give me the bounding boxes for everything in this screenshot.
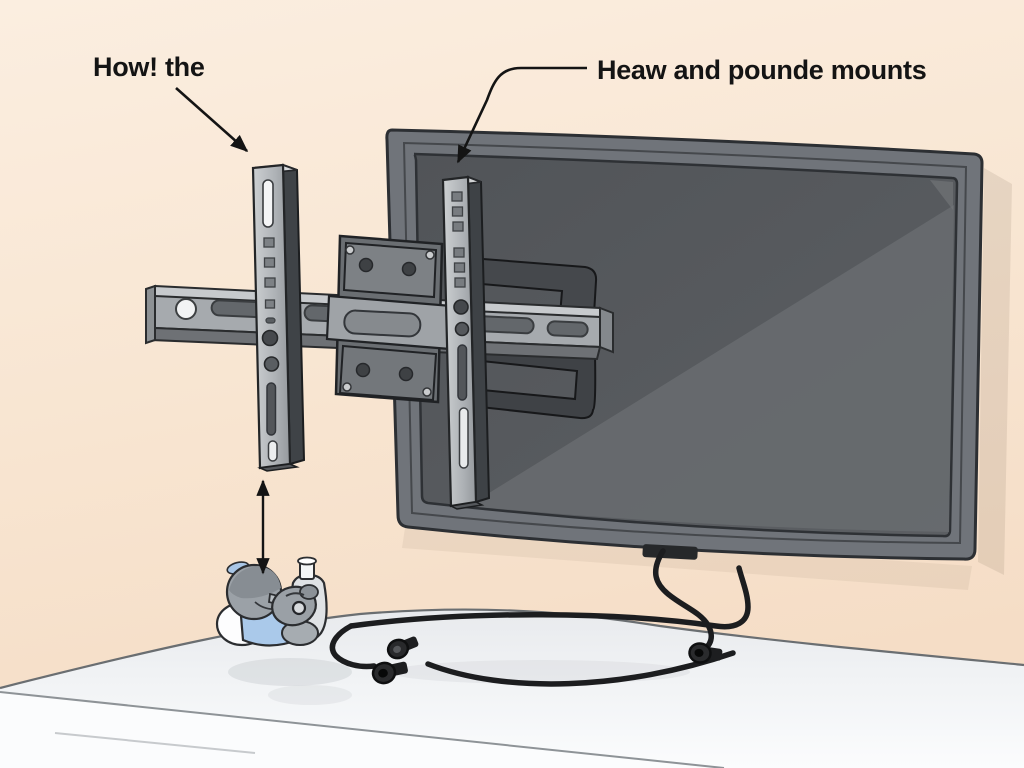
- figurine-reflection: [228, 658, 352, 686]
- bracket-slot-long-white: [458, 407, 469, 469]
- vesa-mounting-plate: [325, 234, 454, 404]
- label-left-arrow: [175, 87, 249, 153]
- bracket-hole-square: [263, 237, 275, 248]
- rail-right-cap: [599, 306, 614, 354]
- table-front-edge: [0, 691, 725, 768]
- vesa-screw: [342, 382, 352, 392]
- bracket-hole-oval: [265, 317, 276, 324]
- cable-plug: [386, 636, 419, 660]
- table: [0, 608, 1024, 768]
- bracket-hole-square: [452, 221, 464, 232]
- table-back-edge: [0, 608, 1024, 690]
- cable-plug: [371, 661, 408, 685]
- cable-strand-loop: [425, 650, 736, 687]
- rail-slot: [476, 315, 535, 335]
- tv-bottom-notch: [642, 544, 698, 560]
- tv-bezel-line: [402, 141, 968, 545]
- bracket-hole-round: [263, 356, 280, 372]
- bracket-slot-long: [266, 382, 277, 436]
- bracket-hole-round: [261, 329, 279, 347]
- bracket-hole-square: [264, 299, 276, 309]
- vesa-hole: [358, 257, 374, 273]
- vesa-hole: [398, 366, 414, 382]
- bracket-hole-square: [451, 191, 463, 202]
- label-right-arrow: [456, 66, 587, 164]
- vesa-hole: [401, 261, 417, 277]
- bracket-left-bottom-cap: [257, 463, 300, 472]
- wall-bracket-right: [441, 175, 491, 510]
- bracket-hole-round: [454, 321, 470, 337]
- bracket-right-bottom-cap: [448, 501, 485, 510]
- vesa-screw: [422, 387, 432, 397]
- tv: [385, 128, 984, 561]
- bracket-slot-long: [457, 344, 468, 401]
- toy-figurine: [215, 556, 352, 705]
- wall-bracket-left: [251, 163, 306, 472]
- vesa-plate-top: [342, 241, 438, 299]
- vesa-screw: [425, 250, 435, 260]
- bracket-hole-round: [453, 299, 469, 315]
- bracket-hole-square: [264, 277, 276, 288]
- bracket-slot-white: [262, 179, 274, 228]
- figurine-reflection: [268, 685, 352, 705]
- bracket-hole-square: [453, 262, 466, 273]
- vesa-hole: [355, 362, 371, 378]
- vesa-plate-bottom: [338, 344, 438, 402]
- rail-slot: [546, 320, 589, 338]
- tv-screen-glint: [930, 180, 953, 210]
- rail-hole: [175, 298, 197, 320]
- cable-strand-hook: [329, 623, 377, 670]
- label-right: Heaw and pounde mounts: [597, 55, 926, 85]
- cable-plug: [688, 642, 723, 664]
- rail-left-cap: [145, 284, 156, 345]
- cable-strand-tv: [652, 548, 715, 655]
- bracket-hole-square: [454, 277, 466, 288]
- bracket-hole-square: [263, 257, 276, 268]
- tv-screen-reflection: [468, 205, 954, 532]
- bracket-hole-square: [453, 247, 465, 258]
- cable-shadow: [390, 660, 690, 684]
- table-apron-line: [54, 732, 256, 754]
- label-left: How! the: [93, 52, 205, 82]
- cable-strand-long: [348, 565, 751, 630]
- bracket-slot-long-white: [267, 440, 278, 462]
- power-cable: [329, 548, 751, 687]
- bracket-hole-square: [451, 206, 464, 217]
- vesa-middle-slot: [343, 309, 422, 338]
- figurine-companion: [271, 584, 319, 646]
- tv-wall-shadow: [978, 168, 1012, 575]
- callouts: How! the Heaw and pounde mounts: [93, 52, 927, 575]
- vesa-screw: [345, 245, 355, 255]
